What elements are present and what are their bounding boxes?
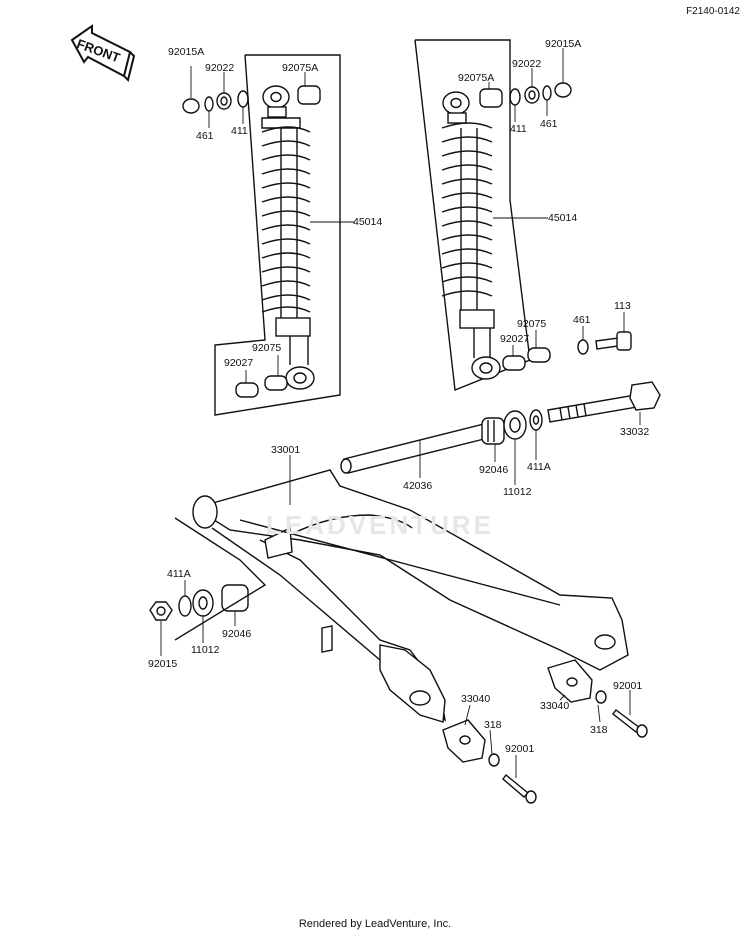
reference-code: F2140-0142 — [686, 6, 740, 17]
label-318-right: 318 — [590, 724, 608, 736]
label-92022-right: 92022 — [512, 58, 542, 70]
label-461-right-top: 461 — [540, 118, 558, 130]
leader-lines — [160, 48, 641, 778]
front-arrow-icon — [70, 24, 136, 82]
label-92046-left: 92046 — [222, 628, 252, 640]
label-461-left: 461 — [196, 130, 214, 142]
label-411A-left: 411A — [167, 568, 191, 580]
label-92027-left: 92027 — [224, 357, 254, 369]
right-shock-bottom-hardware — [502, 331, 632, 371]
label-45014-left: 45014 — [353, 216, 383, 228]
label-113: 113 — [614, 300, 631, 312]
label-42036: 42036 — [403, 480, 433, 492]
left-shock-outline — [214, 54, 341, 416]
left-shock-absorber — [261, 85, 315, 390]
label-461-right: 461 — [573, 314, 591, 326]
label-92075-right: 92075 — [517, 318, 547, 330]
label-411-left: 411 — [231, 125, 248, 137]
label-45014-right: 45014 — [548, 212, 578, 224]
chain-adjuster-right — [547, 659, 648, 738]
pivot-bolt — [529, 381, 661, 431]
label-92015A-right: 92015A — [545, 38, 582, 50]
left-shock-top-hardware — [182, 85, 321, 114]
label-92075A-left: 92075A — [282, 62, 319, 74]
right-shock-top-hardware — [479, 82, 572, 108]
left-callout-box — [174, 517, 267, 641]
label-92001-right: 92001 — [613, 680, 643, 692]
label-92022-left: 92022 — [205, 62, 235, 74]
left-pivot-hardware — [149, 584, 249, 621]
label-92015A-left: 92015A — [168, 46, 205, 58]
footer-credit: Rendered by LeadVenture, Inc. — [298, 918, 452, 930]
label-92027-right: 92027 — [500, 333, 530, 345]
label-33001: 33001 — [271, 444, 301, 456]
label-411-right: 411 — [510, 123, 527, 135]
label-318-center: 318 — [484, 719, 502, 731]
label-33032: 33032 — [620, 426, 650, 438]
label-92015: 92015 — [148, 658, 178, 670]
left-shock-bottom-hardware — [235, 375, 288, 398]
chain-adjuster-center — [442, 719, 537, 804]
label-92075-left: 92075 — [252, 342, 282, 354]
label-92046-right: 92046 — [479, 464, 509, 476]
label-33040-right: 33040 — [540, 700, 570, 712]
right-shock-absorber — [441, 91, 501, 380]
watermark: LEADVENTURE — [265, 510, 494, 540]
label-11012-left: 11012 — [191, 644, 220, 656]
label-33040-center: 33040 — [461, 693, 491, 705]
label-92075A-right: 92075A — [458, 72, 495, 84]
pivot-shaft — [340, 410, 527, 474]
label-411A-right: 411A — [527, 461, 551, 473]
label-11012-right: 11012 — [503, 486, 532, 498]
right-shock-outline — [414, 39, 531, 391]
label-92001-center: 92001 — [505, 743, 535, 755]
swing-arm — [192, 469, 629, 723]
